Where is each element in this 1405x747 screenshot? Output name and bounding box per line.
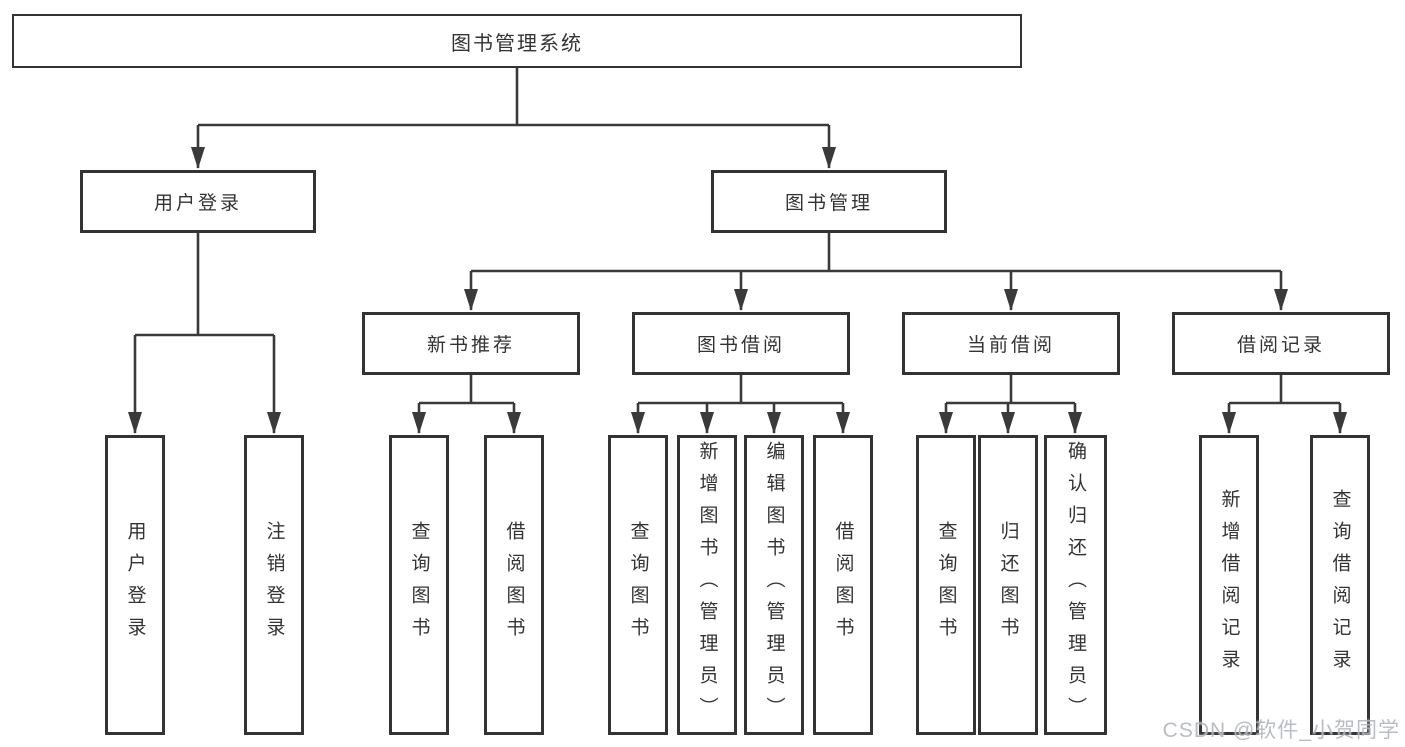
node-new-book-recommend: 新书推荐 [362,312,580,375]
leaf-bb-query-books: 查询图书 [608,435,668,735]
leaf-rec-query-books: 查询图书 [389,435,449,735]
node-book-management-label: 图书管理 [784,193,873,214]
leaf-rec-borrow-books: 借阅图书 [484,435,544,735]
node-root-label: 图书管理系统 [451,32,583,55]
leaf-bb-borrow-books: 借阅图书 [813,435,873,735]
leaf-logout-label: 注销登录 [263,521,285,649]
leaf-logout: 注销登录 [244,435,304,735]
leaf-cb-query-books-label: 查询图书 [935,521,957,649]
leaf-cb-confirm-return-admin-label: 确认归还（管理员） [1065,441,1086,729]
node-user-login-label: 用户登录 [153,193,242,214]
node-book-management: 图书管理 [711,170,947,233]
csdn-watermark: CSDN @软件_小贺同学 [1162,719,1400,742]
leaf-bb-edit-books-admin-label: 编辑图书（管理员） [763,441,785,729]
node-current-borrow-label: 当前借阅 [966,335,1055,356]
leaf-user-login: 用户登录 [105,435,165,735]
leaf-br-query-record-label: 查询借阅记录 [1329,489,1351,681]
node-root: 图书管理系统 [12,14,1022,68]
leaf-bb-add-books-admin: 新增图书（管理员） [677,435,737,735]
leaf-cb-confirm-return-admin: 确认归还（管理员） [1044,435,1107,735]
leaf-cb-return-books: 归还图书 [978,435,1038,735]
node-borrow-records: 借阅记录 [1172,312,1390,375]
node-new-book-recommend-label: 新书推荐 [426,335,515,356]
leaf-bb-query-books-label: 查询图书 [627,521,649,649]
node-current-borrow: 当前借阅 [902,312,1120,375]
leaf-rec-query-books-label: 查询图书 [408,521,430,649]
leaf-user-login-label: 用户登录 [124,521,146,649]
node-borrow-records-label: 借阅记录 [1236,335,1325,356]
leaf-br-add-record: 新增借阅记录 [1199,435,1259,735]
leaf-cb-return-books-label: 归还图书 [997,521,1019,649]
leaf-br-query-record: 查询借阅记录 [1310,435,1370,735]
leaf-bb-add-books-admin-label: 新增图书（管理员） [696,441,718,729]
leaf-bb-edit-books-admin: 编辑图书（管理员） [744,435,804,735]
node-user-login: 用户登录 [80,170,316,233]
leaf-rec-borrow-books-label: 借阅图书 [503,521,525,649]
node-book-borrow: 图书借阅 [632,312,850,375]
leaf-cb-query-books: 查询图书 [916,435,976,735]
leaf-br-add-record-label: 新增借阅记录 [1218,489,1240,681]
leaf-bb-borrow-books-label: 借阅图书 [832,521,854,649]
node-book-borrow-label: 图书借阅 [696,335,785,356]
